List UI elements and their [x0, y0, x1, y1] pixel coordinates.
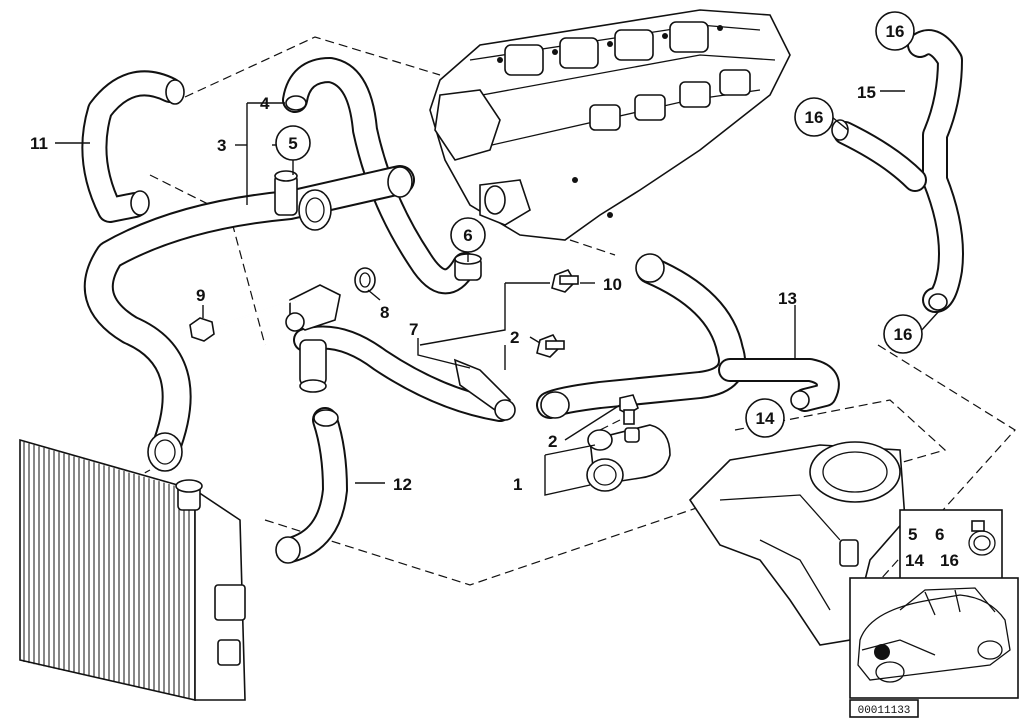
- callout-8: 8: [380, 303, 389, 322]
- clamp-legend: 5 6 14 16: [899, 509, 1003, 581]
- vehicle-location-inset: [849, 577, 1019, 699]
- callout-15: 15: [857, 83, 876, 102]
- screw-2-lower: [619, 394, 639, 425]
- hoses-15-16: [831, 29, 964, 313]
- reference-number: 00011133: [858, 705, 911, 717]
- cylinder-head: [429, 9, 791, 241]
- reference-number-box: 00011133: [849, 699, 919, 718]
- hose-3-main: [83, 165, 415, 472]
- callout-11: 11: [30, 134, 48, 153]
- callout-2-lower: 2: [548, 432, 557, 451]
- car-outline-icon: [857, 587, 1011, 683]
- callout-16-top: 16: [886, 22, 905, 41]
- hose-4: [282, 57, 478, 295]
- cylinder-head-bolts: [497, 25, 723, 218]
- callout-9: 9: [196, 286, 205, 305]
- legend-item-5: 5: [908, 525, 917, 544]
- hose-7: [285, 284, 512, 422]
- callout-13: 13: [778, 289, 797, 308]
- seal-ring-8: [354, 267, 376, 293]
- callout-16-mid: 16: [805, 108, 824, 127]
- hose-clamp-icon: [968, 520, 996, 556]
- component-location-marker: [874, 644, 890, 660]
- callout-5: 5: [288, 134, 297, 153]
- radiator-fins: [23, 442, 190, 699]
- cylinder-head-ports: [504, 21, 751, 131]
- callout-14-circle: [745, 398, 785, 438]
- callout-16-bottom-circle: [883, 314, 923, 354]
- hose-12: [275, 407, 348, 564]
- screw-10: [551, 269, 579, 293]
- bolt-9: [189, 299, 296, 342]
- callout-1: 1: [513, 475, 522, 494]
- callout-14: 14: [756, 409, 775, 428]
- callout-3: 3: [217, 136, 226, 155]
- callout-leaders: [55, 90, 941, 496]
- callout-7: 7: [409, 320, 418, 339]
- callout-16-mid-circle: [794, 97, 834, 137]
- callout-4: 4: [260, 94, 270, 113]
- hose-1: [586, 424, 671, 492]
- hose-11: [81, 70, 185, 223]
- legend-item-14: 14: [905, 551, 924, 570]
- callout-5-circle: [275, 125, 311, 161]
- hose-13: [494, 253, 840, 421]
- legend-item-6: 6: [935, 525, 944, 544]
- callout-16-top-circle: [875, 11, 915, 51]
- screw-2-upper: [536, 334, 565, 358]
- callout-6: 6: [463, 226, 472, 245]
- hose-6: [454, 253, 482, 281]
- callout-12: 12: [393, 475, 412, 494]
- callout-10: 10: [603, 275, 622, 294]
- callout-2-upper: 2: [510, 328, 519, 347]
- legend-item-16: 16: [940, 551, 959, 570]
- callout-labels: 11 3 4 5 6 9 8 7 10 2 2 1 12 13 14 15 16…: [30, 11, 923, 494]
- callout-16-bottom: 16: [894, 325, 913, 344]
- callout-6-circle: [450, 217, 486, 253]
- radiator: [19, 438, 246, 702]
